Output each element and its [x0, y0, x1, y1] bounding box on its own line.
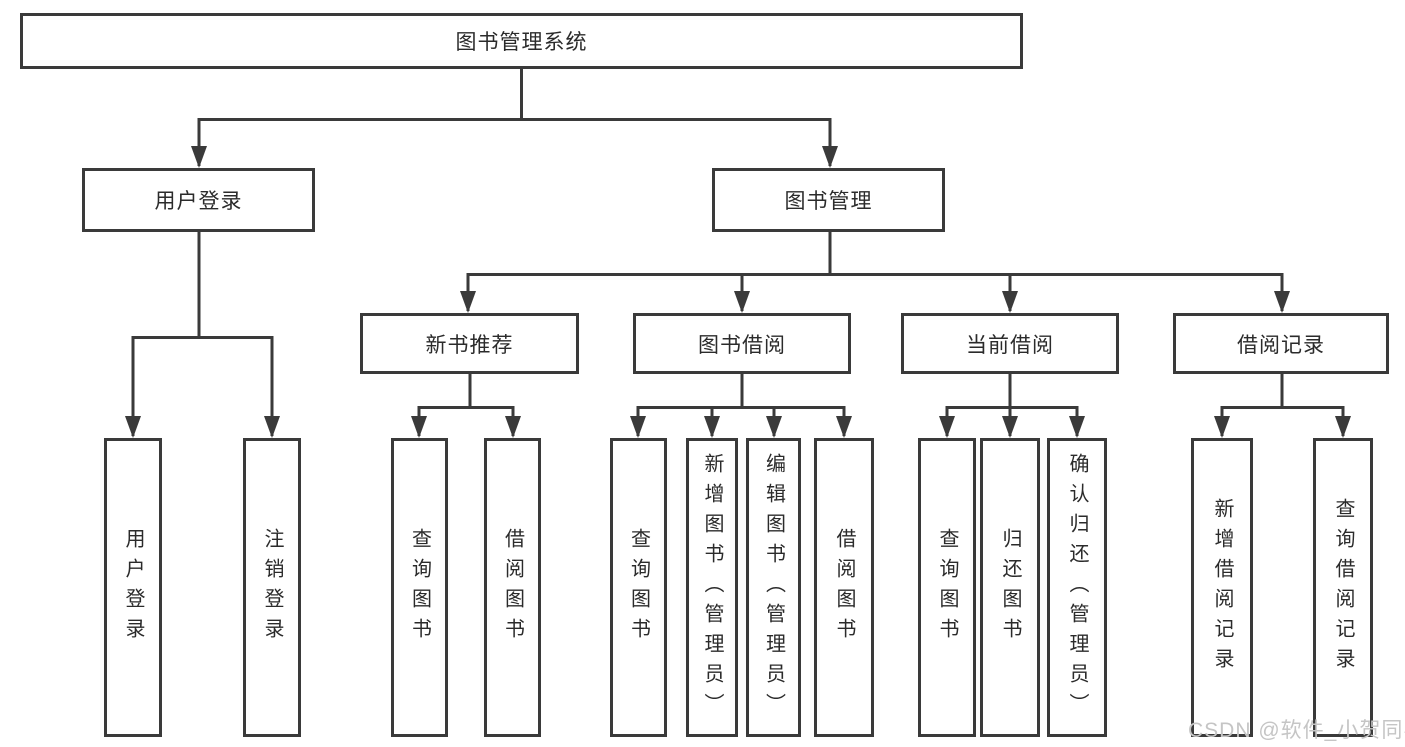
- leaf-label: 查询图书: [936, 527, 958, 648]
- leaf-query-books-current: 查询图书: [918, 438, 976, 737]
- node-label: 图书管理: [784, 190, 873, 213]
- leaf-label: 借阅图书: [501, 527, 524, 648]
- leaf-user-login: 用户登录: [104, 438, 162, 737]
- leaf-edit-book-admin: 编辑图书（管理员）: [746, 438, 801, 737]
- leaf-query-borrow-record: 查询借阅记录: [1313, 438, 1373, 737]
- leaf-add-borrow-record: 新增借阅记录: [1191, 438, 1253, 737]
- node-book-management: 图书管理: [712, 168, 945, 232]
- leaf-borrow-books: 借阅图书: [814, 438, 874, 737]
- leaf-label: 查询借阅记录: [1332, 497, 1354, 678]
- leaf-label: 确认归还（管理员）: [1066, 452, 1088, 723]
- leaf-confirm-return-admin: 确认归还（管理员）: [1047, 438, 1107, 737]
- leaf-add-book-admin: 新增图书（管理员）: [686, 438, 738, 737]
- leaf-label: 用户登录: [122, 527, 144, 648]
- leaf-borrow-books-recommend: 借阅图书: [484, 438, 541, 737]
- node-root-system: 图书管理系统: [20, 13, 1023, 69]
- node-label: 新书推荐: [425, 333, 514, 357]
- node-user-login: 用户登录: [82, 168, 315, 232]
- node-label: 用户登录: [154, 190, 243, 213]
- node-borrow-records: 借阅记录: [1173, 313, 1389, 374]
- leaf-label: 查询图书: [627, 527, 650, 648]
- node-book-borrow: 图书借阅: [633, 313, 851, 374]
- node-new-book-recommend: 新书推荐: [360, 313, 579, 374]
- leaf-label: 新增图书（管理员）: [701, 452, 723, 723]
- leaf-label: 查询图书: [408, 527, 431, 648]
- node-label: 图书借阅: [698, 333, 786, 357]
- leaf-query-books-borrow: 查询图书: [610, 438, 667, 737]
- node-current-borrow: 当前借阅: [901, 313, 1119, 374]
- leaf-logout-login: 注销登录: [243, 438, 301, 737]
- node-label: 当前借阅: [966, 333, 1054, 357]
- leaf-query-books-recommend: 查询图书: [391, 438, 448, 737]
- leaf-label: 新增借阅记录: [1211, 497, 1233, 678]
- arrowhead-icons: [125, 146, 1351, 438]
- leaf-label: 编辑图书（管理员）: [762, 452, 785, 723]
- node-label: 图书管理系统: [455, 31, 588, 54]
- leaf-label: 归还图书: [999, 527, 1021, 648]
- leaf-return-book: 归还图书: [980, 438, 1040, 737]
- node-label: 借阅记录: [1237, 333, 1325, 357]
- leaf-label: 借阅图书: [833, 527, 855, 648]
- csdn-watermark: CSDN @软件_小贺同学: [1188, 719, 1405, 742]
- leaf-label: 注销登录: [261, 527, 283, 648]
